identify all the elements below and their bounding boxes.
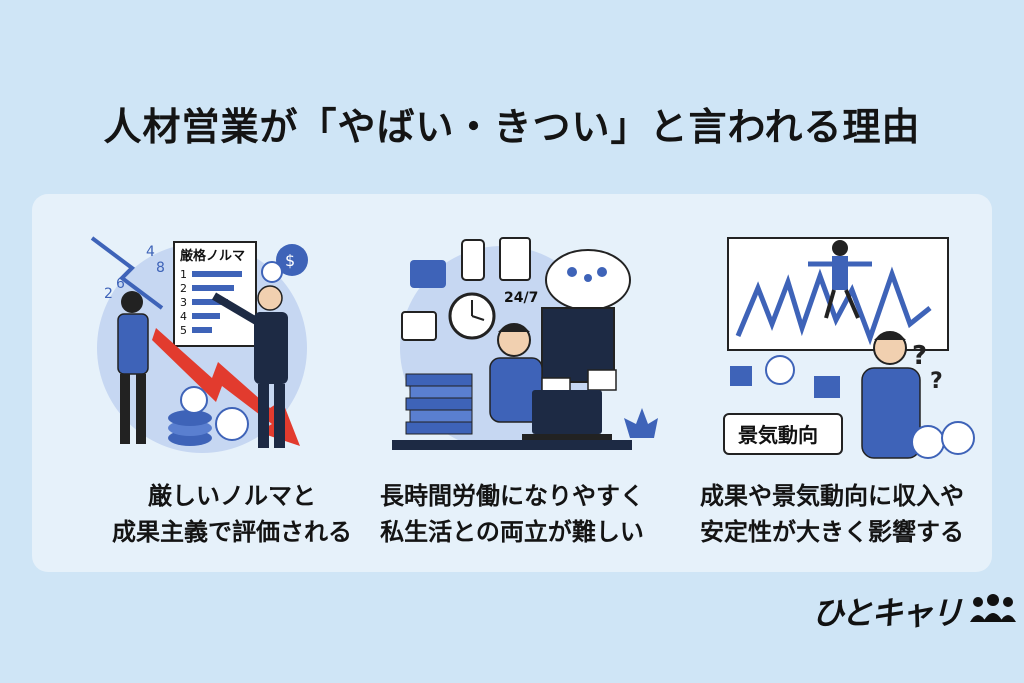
svg-text:5: 5 bbox=[180, 324, 187, 337]
reason-caption-economy: 成果や景気動向に収入や 安定性が大きく影響する bbox=[700, 482, 964, 546]
mini-chart-icon bbox=[814, 376, 840, 398]
economy-sign: 景気動向 bbox=[723, 413, 843, 455]
checklist-icon bbox=[499, 237, 531, 281]
balancing-person-icon bbox=[808, 240, 872, 319]
document-stack-icon bbox=[405, 373, 473, 435]
volatile-chart-icon bbox=[735, 266, 932, 346]
tired-worker-icon bbox=[489, 323, 543, 423]
svg-text:4: 4 bbox=[180, 310, 187, 323]
mini-chart-icon bbox=[765, 355, 795, 385]
svg-text:3: 3 bbox=[180, 296, 187, 309]
question-mark-icon: ? bbox=[930, 369, 943, 394]
smartphone-icon bbox=[461, 239, 485, 281]
clock-icon bbox=[448, 292, 496, 340]
people-icon bbox=[970, 594, 1016, 622]
svg-text:6: 6 bbox=[116, 276, 125, 292]
economy-illustration: 景気動向 ? ? bbox=[702, 228, 1002, 468]
svg-text:景気動向: 景気動向 bbox=[738, 423, 818, 447]
question-mark-icon: ? bbox=[912, 341, 927, 371]
money-bag-icon bbox=[941, 421, 975, 455]
svg-text:4: 4 bbox=[146, 244, 155, 260]
svg-text:$: $ bbox=[285, 251, 295, 270]
reason-caption-quota: 厳しいノルマと 成果主義で評価される bbox=[112, 482, 352, 546]
brand-logo: ひとキャリ bbox=[806, 588, 1018, 632]
plant-icon bbox=[624, 408, 658, 438]
mini-chart-icon bbox=[730, 366, 752, 386]
svg-text:2: 2 bbox=[180, 282, 187, 295]
long-hours-illustration: 24/7 bbox=[392, 228, 692, 468]
money-bag-icon: $ bbox=[261, 244, 308, 283]
laptop-icon bbox=[522, 390, 612, 440]
briefcase-icon bbox=[410, 260, 446, 288]
mail-icon bbox=[587, 369, 617, 391]
manager-figure-icon bbox=[211, 285, 288, 448]
worried-person-icon bbox=[861, 331, 921, 459]
down-trend-arrow-icon bbox=[90, 236, 164, 310]
salesperson-figure-icon bbox=[117, 291, 149, 444]
whiteboard-icon: 厳格ノルマ 1 2 3 4 5 bbox=[173, 241, 257, 347]
quota-illustration: 4 8 6 2 厳格ノルマ 1 2 3 4 5 $ bbox=[82, 228, 382, 468]
page-title: 人材営業が「やばい・きつい」と言われる理由 bbox=[103, 105, 921, 149]
coin-stack-icon bbox=[168, 386, 249, 446]
family-thought-icon bbox=[545, 249, 631, 311]
money-bag-icon bbox=[911, 425, 945, 459]
calendar-icon bbox=[401, 311, 437, 341]
svg-text:1: 1 bbox=[180, 268, 187, 281]
desk bbox=[392, 440, 632, 450]
svg-text:8: 8 bbox=[156, 260, 165, 276]
logo-text: ひとキャリ bbox=[812, 594, 963, 632]
reason-caption-hours: 長時間労働になりやすく 私生活との両立が難しい bbox=[380, 482, 644, 546]
svg-text:厳格ノルマ: 厳格ノルマ bbox=[180, 248, 245, 264]
clock-label: 24/7 bbox=[504, 290, 538, 306]
svg-text:2: 2 bbox=[104, 286, 113, 302]
